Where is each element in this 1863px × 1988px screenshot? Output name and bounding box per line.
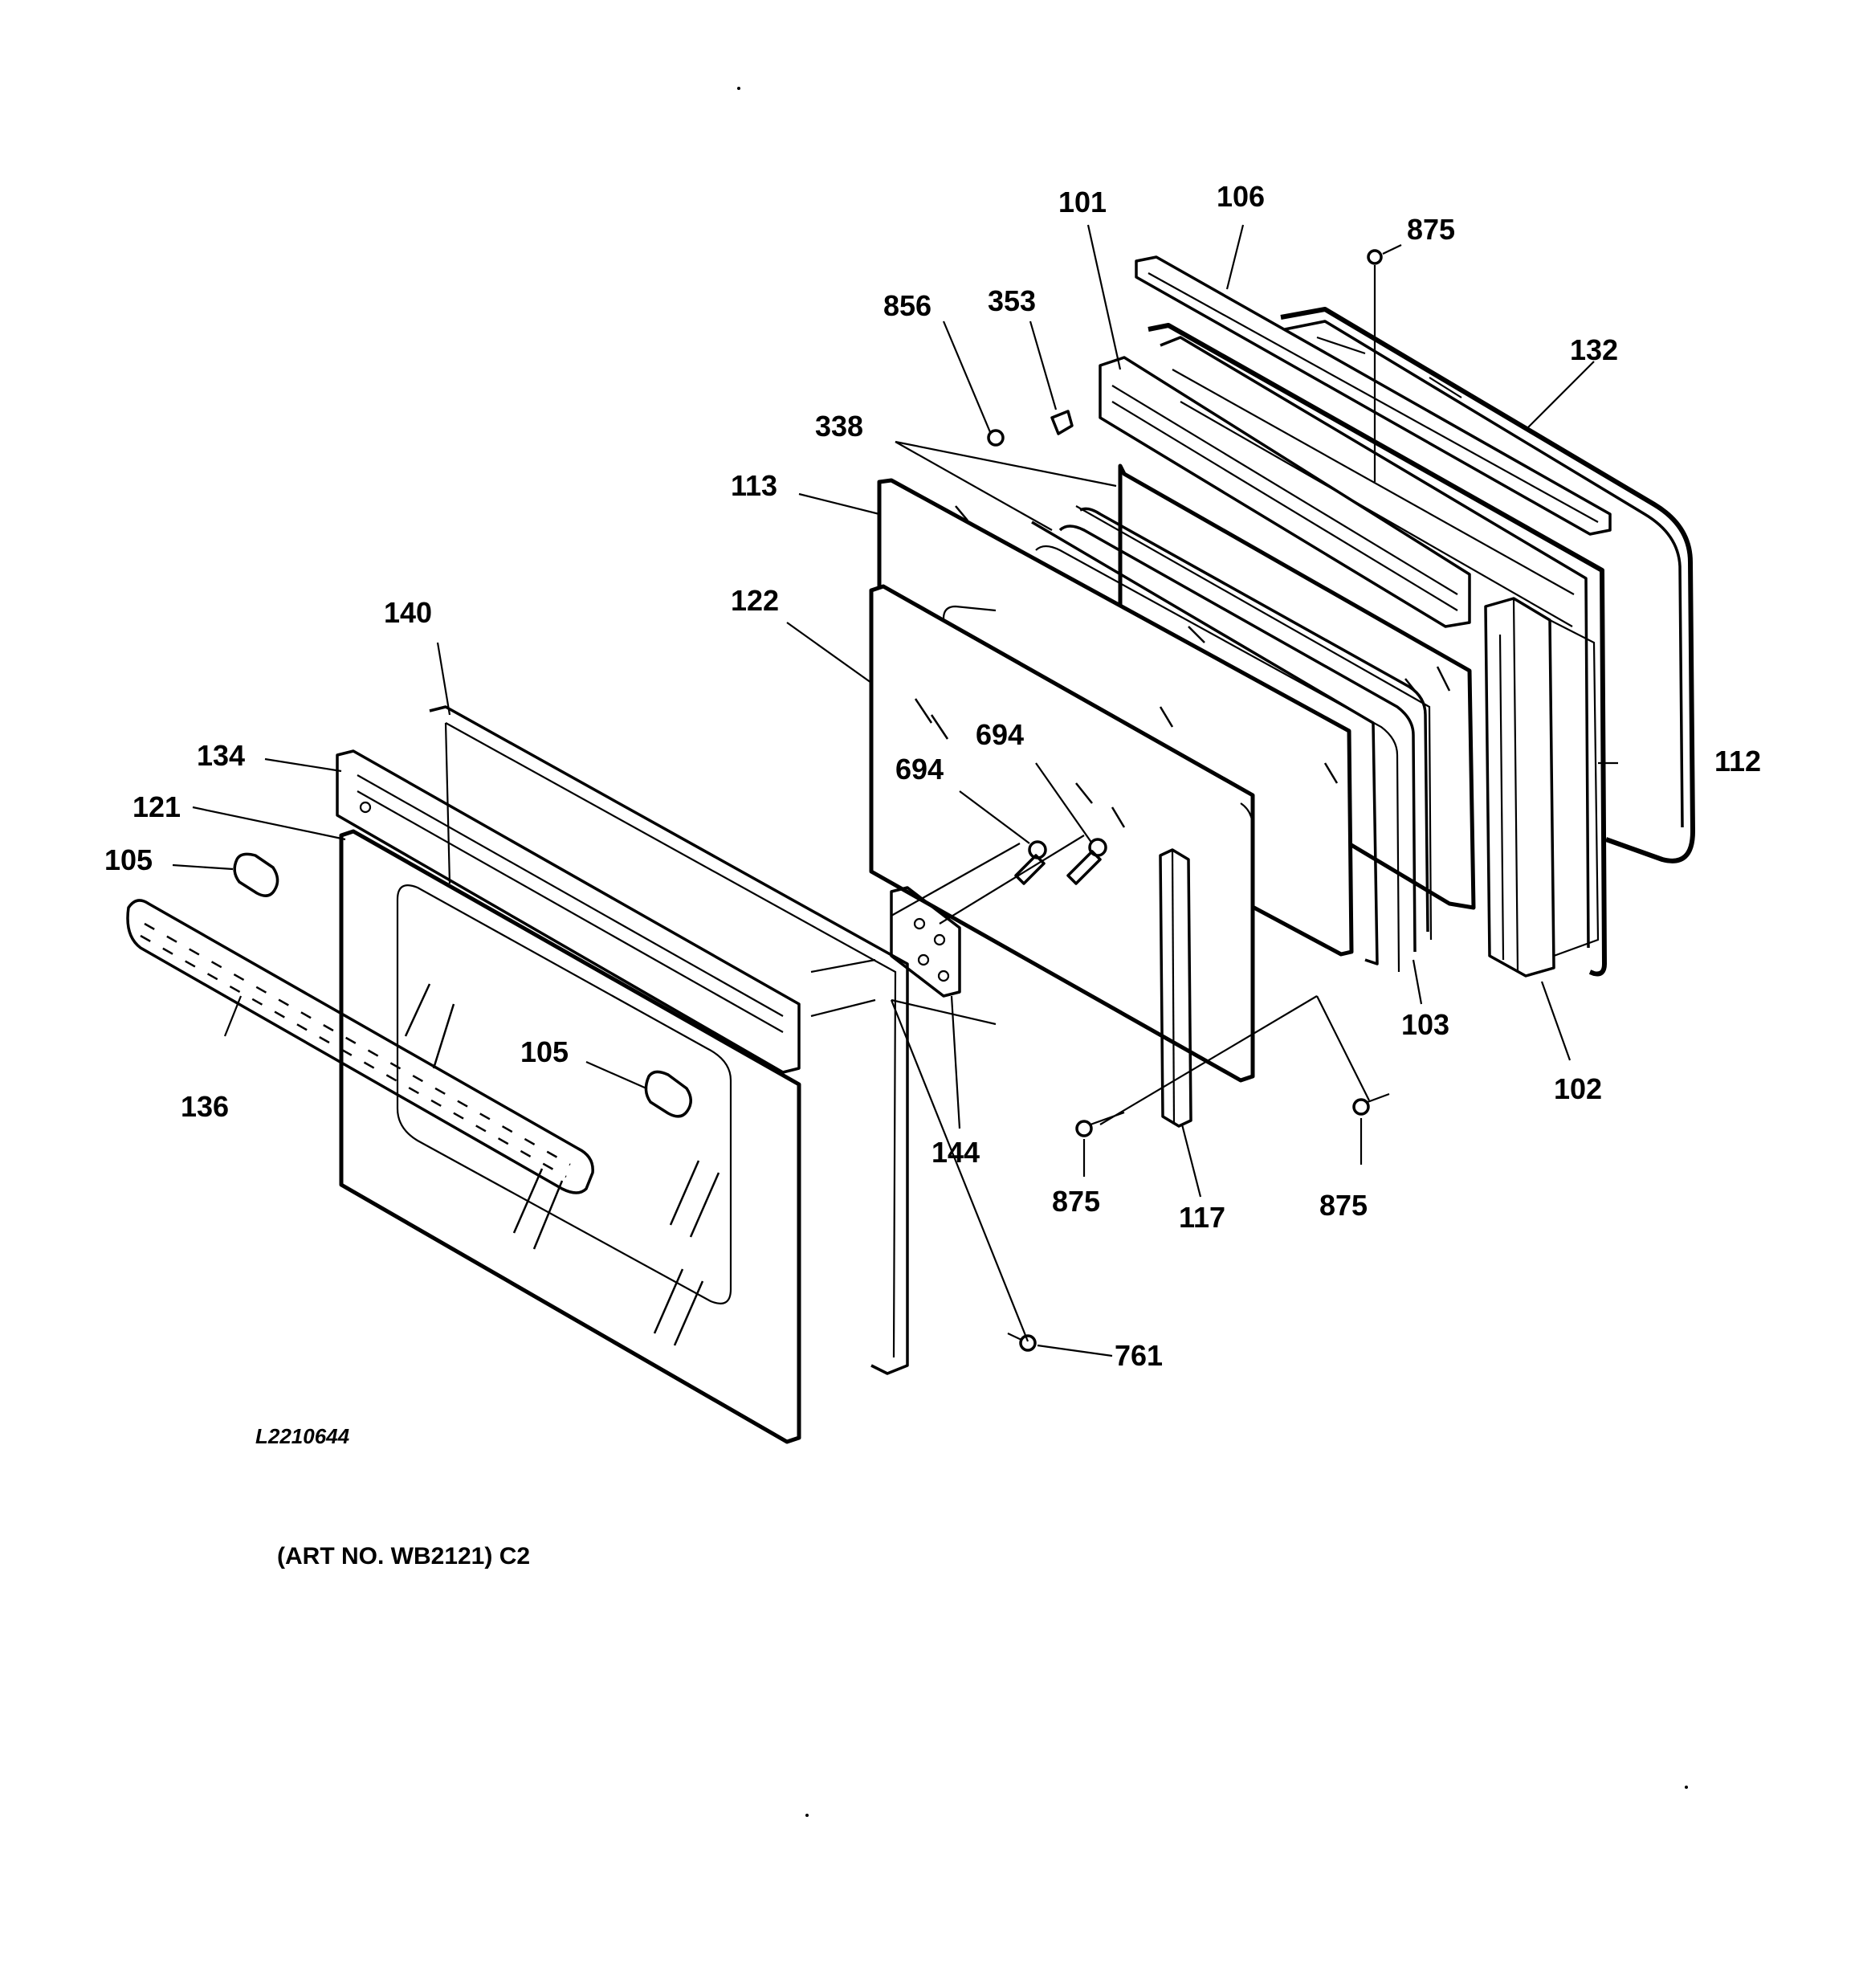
part-136-handle xyxy=(126,899,594,1194)
part-117-bracket xyxy=(1159,848,1192,1128)
label-105-left: 105 xyxy=(104,843,153,876)
part-102-side-channel xyxy=(1484,597,1600,978)
leader-lines xyxy=(172,224,1618,1357)
screw-875-top xyxy=(1367,249,1383,482)
label-112: 112 xyxy=(1714,745,1761,778)
clip-353 xyxy=(1050,410,1074,435)
label-353: 353 xyxy=(988,284,1036,317)
label-338: 338 xyxy=(815,410,863,443)
label-856: 856 xyxy=(883,289,932,322)
label-140: 140 xyxy=(384,596,432,629)
part-101-door-frame xyxy=(1099,323,1607,977)
label-144: 144 xyxy=(932,1136,980,1169)
label-113: 113 xyxy=(731,469,777,502)
label-875-right: 875 xyxy=(1319,1189,1368,1222)
label-101: 101 xyxy=(1058,186,1107,218)
label-761: 761 xyxy=(1115,1339,1163,1372)
label-132: 132 xyxy=(1570,333,1618,366)
part-106-top-channel xyxy=(1135,255,1612,536)
part-121-outer-door-panel xyxy=(339,829,801,1444)
label-106: 106 xyxy=(1217,180,1265,213)
part-122-glass-panel xyxy=(869,584,1255,1083)
label-875-left: 875 xyxy=(1052,1185,1100,1218)
label-136: 136 xyxy=(181,1090,229,1123)
label-694-b: 694 xyxy=(976,718,1024,751)
label-102: 102 xyxy=(1554,1072,1602,1105)
art-number: (ART NO. WB2121) C2 xyxy=(277,1543,530,1570)
drawing-code: L2210644 xyxy=(255,1424,350,1448)
label-105-mid: 105 xyxy=(520,1035,569,1068)
screw-856 xyxy=(987,429,1005,447)
label-117: 117 xyxy=(1179,1201,1225,1234)
part-105-end-cap-left xyxy=(233,852,279,897)
screw-694-b xyxy=(1066,838,1107,885)
label-134: 134 xyxy=(197,739,245,772)
screw-694-a xyxy=(1014,840,1047,885)
screw-761 xyxy=(1007,1333,1037,1352)
part-labels: 101 106 875 132 856 353 338 113 122 140 … xyxy=(104,180,1761,1372)
label-103: 103 xyxy=(1401,1008,1449,1041)
label-121: 121 xyxy=(132,790,181,823)
label-122: 122 xyxy=(731,584,779,617)
scan-dots xyxy=(737,87,1688,1817)
part-134-top-trim xyxy=(336,749,801,1074)
part-105-end-cap-mid xyxy=(644,1070,692,1118)
part-132-door-liner xyxy=(1280,307,1695,863)
label-694-a: 694 xyxy=(895,753,944,786)
label-875-top: 875 xyxy=(1407,213,1455,246)
screw-875-right xyxy=(1352,1092,1390,1116)
